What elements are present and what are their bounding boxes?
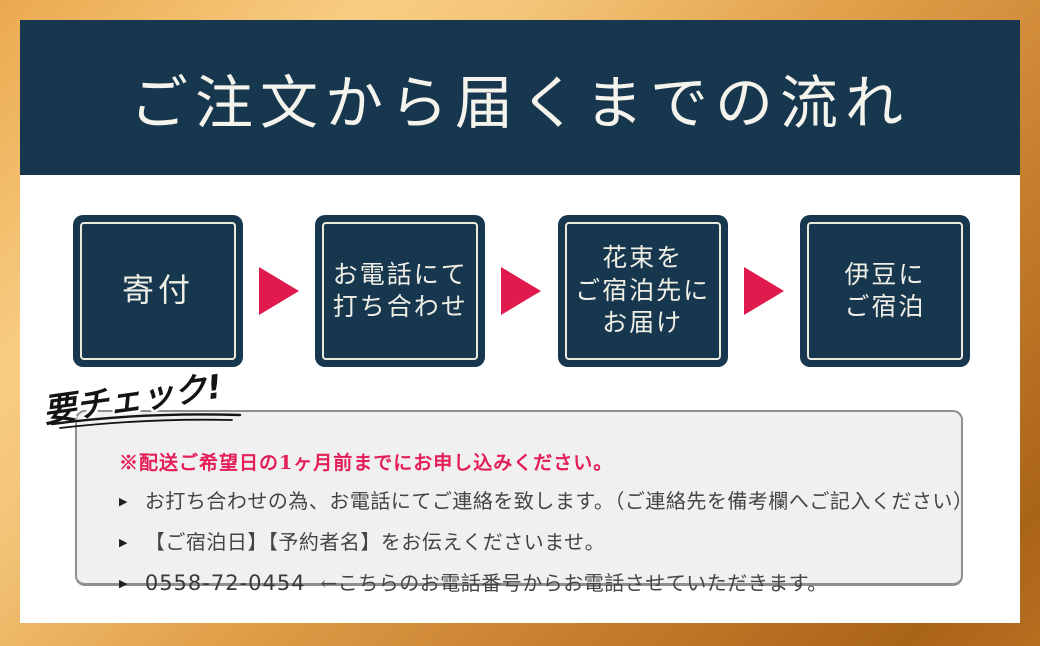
step-box-phone-meeting: お電話にて 打ち合わせ: [315, 215, 486, 367]
warning-text: ※配送ご希望日の1ヶ月前までにお申し込みください。: [119, 452, 614, 474]
note-item-contact: ▶ お打ち合わせの為、お電話にてご連絡を致します。（ご連絡先を備考欄へご記入くだ…: [119, 488, 973, 518]
step-box-inner: お電話にて 打ち合わせ: [322, 222, 479, 360]
step-box-bouquet-delivery: 花束を ご宿泊先に お届け: [557, 215, 728, 367]
notes-box: ※配送ご希望日の1ヶ月前までにお申し込みください。 ▶ お打ち合わせの為、お電話…: [75, 410, 973, 595]
triangle-bullet-icon: ▶: [119, 495, 128, 508]
step-box-inner: 伊豆に ご宿泊: [806, 222, 963, 360]
header-banner: ご注文から届くまでの流れ: [20, 20, 1020, 175]
content-area: ご注文から届くまでの流れ 寄付 お電話にて 打ち合わせ 花束を ご宿泊先に: [20, 20, 1020, 623]
page-title: ご注文から届くまでの流れ: [129, 68, 910, 137]
step-label: 寄付: [121, 271, 194, 310]
notes-list: ▶ お打ち合わせの為、お電話にてご連絡を致します。（ご連絡先を備考欄へご記入くだ…: [119, 488, 973, 600]
triangle-bullet-icon: ▶: [119, 577, 128, 590]
flow-diagram: 寄付 お電話にて 打ち合わせ 花束を ご宿泊先に お届け: [73, 215, 970, 367]
double-underline-icon: [50, 413, 242, 429]
step-box-donation: 寄付: [73, 215, 243, 367]
arrow-right-icon: [501, 267, 542, 315]
triangle-bullet-icon: ▶: [119, 536, 128, 549]
note-item-text: お打ち合わせの為、お電話にてご連絡を致します。（ご連絡先を備考欄へご記入ください…: [144, 489, 974, 513]
note-item-text: 【ご宿泊日】【予約者名】をお伝えくださいませ。: [144, 530, 606, 554]
arrow-right-icon: [743, 267, 784, 315]
note-item-reservation: ▶ 【ご宿泊日】【予約者名】をお伝えくださいませ。: [119, 529, 941, 559]
step-label-line: ご宿泊: [844, 292, 926, 321]
note-item-phone: ▶ 0558-72-0454 ←こちらのお電話番号からお電話させていただきます。: [119, 570, 941, 600]
step-box-inner: 寄付: [80, 222, 236, 360]
step-label-line: 花束を: [602, 243, 684, 273]
step-label-line: 打ち合わせ: [332, 292, 468, 321]
phone-number: 0558-72-0454: [144, 571, 306, 595]
step-label-line: お届け: [602, 308, 684, 338]
step-box-inner: 花束を ご宿泊先に お届け: [564, 222, 721, 360]
step-box-stay-izu: 伊豆に ご宿泊: [799, 215, 970, 367]
step-label-line: ご宿泊先に: [575, 275, 711, 305]
phone-note-text: ←こちらのお電話番号からお電話させていただきます。: [320, 571, 828, 595]
step-label-line: 伊豆に: [844, 259, 926, 289]
arrow-right-icon: [259, 267, 300, 315]
step-label-line: お電話にて: [332, 259, 468, 289]
